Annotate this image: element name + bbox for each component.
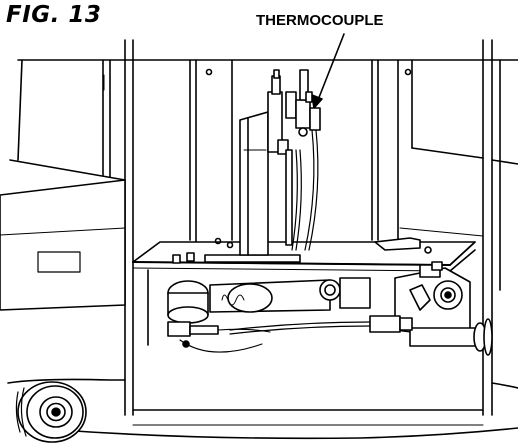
thermocouple-arrow [311, 33, 345, 109]
cabinet-frame [0, 39, 518, 440]
thermocouple-label: THERMOCOUPLE [256, 12, 384, 29]
burner-assembly [147, 261, 493, 356]
pilot-assembly [239, 69, 321, 256]
caster-wheel [15, 381, 87, 443]
deck-plate [132, 237, 476, 272]
figure-title: FIG. 13 [6, 2, 102, 28]
